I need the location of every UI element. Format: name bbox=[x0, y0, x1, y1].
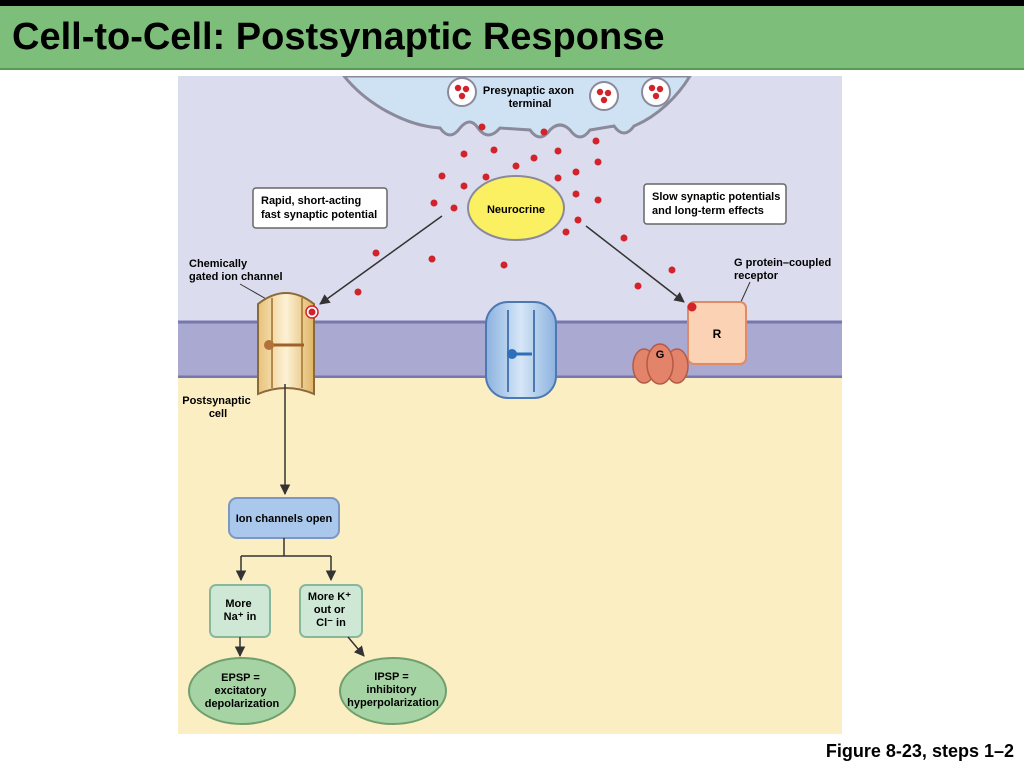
epsp-ellipse bbox=[188, 657, 296, 725]
slide-title: Cell-to-Cell: Postsynaptic Response bbox=[12, 16, 665, 58]
synapse-diagram-svg: Presynaptic axon terminal Neurocrine Rap… bbox=[178, 74, 842, 734]
arrow-to-ion-channel bbox=[319, 215, 443, 305]
figure-caption: Figure 8-23, steps 1–2 bbox=[825, 741, 1014, 761]
postsynaptic-cell-label: Postsynaptic cell bbox=[182, 395, 254, 420]
more-k-out-box bbox=[299, 584, 363, 638]
ipsp-ellipse bbox=[339, 657, 447, 725]
channel-label-pointer bbox=[239, 283, 269, 301]
more-k-out-label: More K⁺ out or Cl⁻ in bbox=[308, 591, 354, 629]
gpcr-label-pointer bbox=[739, 281, 751, 305]
chemically-gated-ion-channel bbox=[257, 292, 319, 396]
receptor-letter: R bbox=[713, 327, 722, 341]
neurocrine-label: Neurocrine bbox=[487, 204, 545, 216]
channel-gate bbox=[264, 340, 274, 350]
arrow-to-ipsp bbox=[347, 636, 365, 657]
gpcr-label: G protein–coupled receptor bbox=[734, 257, 834, 282]
title-bar: Cell-to-Cell: Postsynaptic Response bbox=[0, 6, 1024, 70]
g-protein-letter: G bbox=[656, 349, 665, 361]
receptor-r bbox=[687, 301, 747, 365]
presynaptic-axon-terminal: Presynaptic axon terminal bbox=[340, 74, 693, 139]
presynaptic-label: Presynaptic axon terminal bbox=[483, 85, 577, 110]
bound-neurotransmitter bbox=[687, 302, 697, 312]
synaptic-vesicle bbox=[641, 77, 671, 107]
bound-neurotransmitter bbox=[308, 308, 316, 316]
arrow-to-gpcr bbox=[585, 225, 685, 303]
more-na-in-label: More Na⁺ in bbox=[224, 598, 257, 623]
neurocrine-ellipse bbox=[467, 175, 565, 241]
slow-response-label: Slow synaptic potentials and long-term e… bbox=[652, 191, 783, 217]
slow-response-box bbox=[643, 183, 787, 225]
ion-channel-closed bbox=[485, 301, 557, 399]
synapse-figure: Presynaptic axon terminal Neurocrine Rap… bbox=[178, 74, 842, 734]
ion-channels-open-label: Ion channels open bbox=[236, 513, 333, 525]
branch-connector bbox=[235, 538, 337, 582]
channel-gate bbox=[507, 349, 517, 359]
epsp-label: EPSP = excitatory depolarization bbox=[205, 672, 280, 710]
rapid-response-label: Rapid, short-acting fast synaptic potent… bbox=[261, 195, 377, 221]
chemically-gated-channel-label: Chemically gated ion channel bbox=[189, 258, 283, 283]
g-protein-coupled-receptor: R G bbox=[632, 301, 747, 385]
synaptic-vesicle bbox=[447, 77, 477, 107]
synaptic-vesicle bbox=[589, 81, 619, 111]
top-black-strip bbox=[0, 0, 1024, 6]
rapid-response-box bbox=[252, 187, 388, 229]
neurotransmitter-molecules bbox=[354, 123, 676, 296]
ipsp-label: IPSP = inhibitory hyperpolarization bbox=[347, 671, 439, 709]
g-protein bbox=[646, 343, 674, 385]
